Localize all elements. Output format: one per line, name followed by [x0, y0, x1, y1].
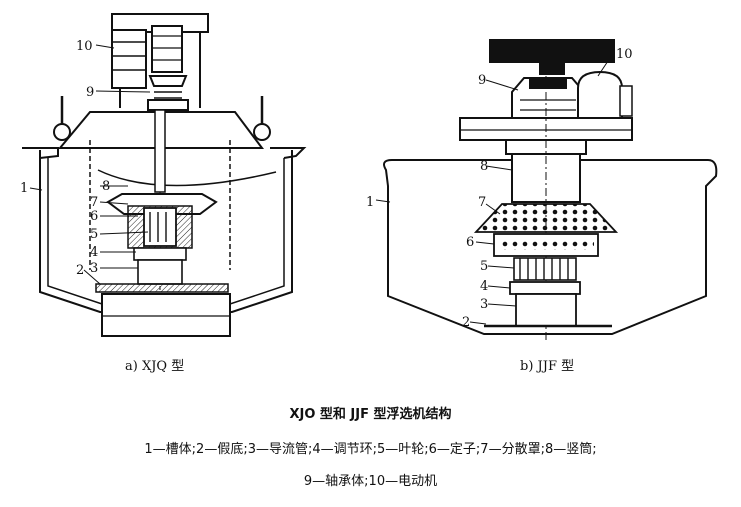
xjq-label-9: 9 [86, 85, 94, 100]
xjq-label-6: 6 [90, 209, 98, 224]
jjf-tank [383, 159, 718, 335]
xjq-impeller [143, 207, 177, 247]
jjf-dispersion-hood [473, 203, 619, 233]
jjf-labels: 10 9 1 8 7 6 5 4 3 2 [366, 47, 633, 330]
xjq-label-10: 10 [76, 39, 93, 54]
jjf-label-10: 10 [616, 47, 633, 62]
jjf-motor [577, 70, 623, 119]
xjq-caption: a) XJQ 型 [125, 359, 184, 374]
legend-line-1: 1—槽体;2—假底;3—导流管;4—调节环;5—叶轮;6—定子;7—分散罩;8—… [144, 442, 597, 457]
jjf-diagram [383, 39, 718, 340]
jjf-label-9: 9 [478, 73, 486, 88]
jjf-label-1: 1 [366, 195, 374, 210]
xjq-label-4: 4 [90, 245, 98, 260]
xjq-bearing-body [148, 75, 188, 87]
jjf-label-5: 5 [480, 259, 488, 274]
xjq-label-3: 3 [90, 261, 98, 276]
xjq-label-8: 8 [102, 179, 110, 194]
xjq-labels: 10 9 1 8 7 6 5 4 3 2 [20, 39, 110, 278]
jjf-label-4: 4 [480, 279, 488, 294]
jjf-draft-tube [515, 293, 577, 327]
xjq-label-2: 2 [76, 263, 84, 278]
jjf-label-6: 6 [466, 235, 474, 250]
xjq-draft-tube [137, 259, 183, 285]
xjq-label-5: 5 [90, 227, 98, 242]
xjq-motor [111, 29, 147, 89]
xjq-label-7: 7 [90, 195, 98, 210]
xjq-diagram [22, 13, 307, 337]
jjf-label-3: 3 [480, 297, 488, 312]
jjf-adjust-ring [509, 281, 581, 295]
jjf-caption: b) JJF 型 [520, 359, 574, 374]
xjq-false-bottom [95, 283, 229, 293]
legend-line-2: 9—轴承体;10—电动机 [303, 474, 438, 489]
figure-title: XJO 型和 JJF 型浮选机结构 [289, 407, 452, 422]
jjf-label-8: 8 [480, 159, 488, 174]
xjq-label-1: 1 [20, 181, 28, 196]
jjf-label-7: 7 [478, 195, 486, 210]
jjf-impeller [513, 257, 577, 281]
jjf-top-plate [489, 39, 615, 63]
jjf-label-2: 2 [462, 315, 470, 330]
